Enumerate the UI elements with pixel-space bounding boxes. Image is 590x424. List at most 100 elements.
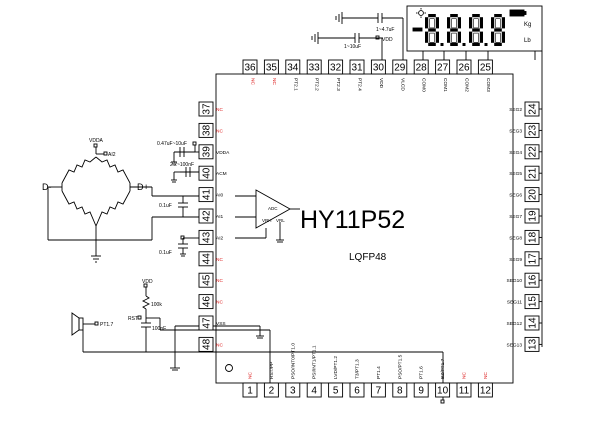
pin-label: NC: [216, 128, 223, 134]
pin-number: 38: [202, 124, 213, 136]
lcd-digit: [447, 14, 466, 46]
cap-ai2-label: 0.1uF: [159, 250, 172, 256]
pin-left-40: 40: [198, 165, 214, 181]
pin-label: VLCD: [399, 78, 405, 91]
pin-number: 39: [202, 146, 213, 158]
lcd-digits: [425, 14, 505, 46]
adc-label: ADC: [268, 206, 278, 211]
pin-right-17: 17: [524, 251, 540, 267]
pin-box: [413, 382, 429, 398]
pin-label: RST/PP: [269, 362, 275, 379]
pin-label: COM3: [485, 78, 491, 92]
pin-number: 7: [376, 386, 382, 397]
pin-label: LVD/PT1.2: [333, 356, 339, 379]
chip-body: [215, 73, 514, 384]
pin-number: 44: [202, 253, 213, 265]
pin-label: PSI/INT1/PT1.1: [312, 345, 318, 379]
wheatstone-bridge: [61, 143, 131, 263]
pin-bottom-5: 5: [328, 382, 344, 398]
pin-number: 40: [202, 167, 213, 179]
cap-vdda-label: 0.47uF~10uF: [157, 141, 187, 147]
pin-box: [198, 272, 214, 288]
cap-acm-label: 2.2~100nF: [170, 162, 194, 168]
pin-label: PT2.1: [292, 78, 298, 91]
pin-left-42: 42: [198, 208, 214, 224]
pin-number: 46: [202, 296, 213, 308]
lcd-unit-kg: Kg: [524, 22, 531, 28]
pin-label: NC: [250, 78, 256, 85]
pin-bottom-9: 9: [413, 382, 429, 398]
pin-top-28: 28: [413, 59, 429, 75]
pin-left-41: 41: [198, 187, 214, 203]
pin-label: VSS: [216, 321, 226, 327]
pin-bottom-11: 11: [456, 382, 472, 398]
pin-box: [263, 382, 279, 398]
vdd-reset-label: VDD: [142, 279, 153, 285]
lcd-minus-sign: [412, 27, 423, 32]
pin-right-23: 23: [524, 122, 540, 138]
pin-number: 33: [309, 63, 321, 74]
rst-label: RST: [128, 316, 138, 322]
pin-number: 42: [202, 210, 213, 222]
pin-box: [456, 382, 472, 398]
pin-number: 2: [269, 386, 275, 397]
pin-group: 36NC35NC34PT2.133PT2.232PT2.331PT2.430VD…: [198, 59, 542, 398]
pin-label: PT2.3: [335, 78, 341, 91]
pin-number: 14: [528, 317, 539, 329]
pin-box: [328, 59, 344, 75]
pin-box: [198, 144, 214, 160]
pin-label: NC: [248, 372, 254, 379]
pin-left-48: 48: [198, 336, 214, 352]
pin-box: [198, 336, 214, 352]
lcd-panel: [406, 5, 543, 52]
bridge-dplus-label: D+: [137, 182, 149, 192]
pin-bottom-6: 6: [349, 382, 365, 398]
pin-label: NC: [216, 342, 223, 348]
pin-label: NC: [216, 300, 223, 306]
pin-number: 11: [459, 386, 470, 397]
adc-vrl-label: VRL: [276, 218, 285, 223]
pin-bottom-8: 8: [392, 382, 408, 398]
pin-label: PT1.6: [419, 366, 425, 379]
pin-number: 41: [202, 189, 213, 201]
pin-number: 3: [290, 386, 296, 397]
pin-number: 45: [202, 274, 213, 286]
pin-box: [198, 294, 214, 310]
pin-number: 34: [287, 63, 299, 74]
pin-box: [198, 251, 214, 267]
pin-box: [198, 208, 214, 224]
pin-top-32: 32: [328, 59, 344, 75]
cap-ai0-ai1-label: 0.1uF: [159, 203, 172, 209]
bridge-dminus-label: D-: [42, 182, 52, 192]
pin-number: 47: [202, 317, 213, 329]
pin-number: 12: [480, 386, 492, 397]
pin-right-21: 21: [524, 165, 540, 181]
pin-left-47: 47: [198, 315, 214, 331]
pin-box: [198, 229, 214, 245]
pin-number: 30: [373, 63, 385, 74]
pin-number: 6: [354, 386, 360, 397]
pin-right-24: 24: [524, 101, 540, 117]
res-reset-label: 100k: [151, 302, 162, 308]
pin-label: T3/PT1.3: [355, 359, 361, 379]
pin-label: AI2: [216, 235, 224, 241]
pin-label: VDD: [378, 78, 384, 89]
pin-label: PSO/PT1.5: [397, 354, 403, 379]
pin-box: [306, 382, 322, 398]
pin-box: [242, 382, 258, 398]
pin-box: [435, 59, 451, 75]
pin-box: [435, 382, 451, 398]
pin-number: 48: [202, 338, 213, 350]
pin-left-39: 39: [198, 144, 214, 160]
pin-box: [198, 187, 214, 203]
pin-box: [456, 59, 472, 75]
chip-package: LQFP48: [349, 252, 387, 263]
pin-label: NC: [216, 107, 223, 113]
pin-label: SEG3: [509, 128, 522, 134]
pin-top-29: 29: [392, 59, 408, 75]
pin-number: 20: [528, 189, 539, 201]
bridge-vdda-label: VDDA: [89, 138, 104, 144]
pin-top-33: 33: [306, 59, 322, 75]
